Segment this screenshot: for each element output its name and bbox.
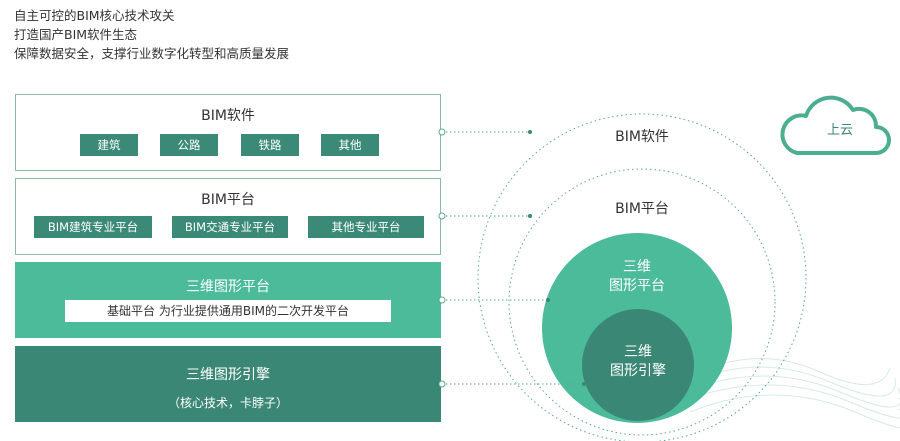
inner-label-engine-line-1: 三维 xyxy=(624,344,652,360)
layer-bim-software: BIM软件 建筑 公路 铁路 其他 xyxy=(15,94,441,171)
layer-title-software: BIM软件 xyxy=(201,108,255,124)
inner-label-graphics-line-1: 三维 xyxy=(623,259,651,275)
cloud-icon xyxy=(780,95,891,155)
circle-3d-graphics-engine xyxy=(582,309,694,421)
chip-highway: 公路 xyxy=(160,134,218,156)
ring-dot-graphics xyxy=(546,298,550,302)
inner-label-engine-line-2: 图形引擎 xyxy=(610,363,666,379)
cloud-label: 上云 xyxy=(826,123,853,138)
layer-title-platform: BIM平台 xyxy=(201,192,255,208)
wave-decoration xyxy=(679,358,900,429)
intro-line-1: 自主可控的BIM核心技术攻关 xyxy=(14,8,175,23)
inner-label-graphics: 三维 图形平台 xyxy=(587,258,687,296)
ring-dot-platform xyxy=(528,214,532,218)
ring-label-platform: BIM平台 xyxy=(615,201,669,217)
connector-dot-graphics xyxy=(438,296,446,304)
layer-bim-platform: BIM平台 BIM建筑专业平台 BIM交通专业平台 其他专业平台 xyxy=(15,178,441,255)
intro-text: 自主可控的BIM核心技术攻关 打造国产BIM软件生态 保障数据安全，支撑行业数字… xyxy=(14,6,289,63)
layer-title-graphics: 三维图形平台 xyxy=(186,279,270,295)
chip-other-platform: 其他专业平台 xyxy=(308,216,424,238)
connector-dot-engine xyxy=(438,380,446,388)
chip-other: 其他 xyxy=(321,134,379,156)
engine-description: （核心技术，卡脖子） xyxy=(167,396,288,410)
chip-railway: 铁路 xyxy=(241,134,299,156)
layer-3d-graphics-engine: 三维图形引擎 （核心技术，卡脖子） xyxy=(15,346,441,422)
ring-outer xyxy=(477,113,807,441)
layer-3d-graphics-platform: 三维图形平台 基础平台 为行业提供通用BIM的二次开发平台 xyxy=(15,262,441,338)
ring-dot-engine xyxy=(582,382,586,386)
ring-label-software: BIM软件 xyxy=(615,129,669,145)
graphics-platform-description: 基础平台 为行业提供通用BIM的二次开发平台 xyxy=(65,300,391,322)
connector-dot-platform xyxy=(438,212,446,220)
layer-title-engine: 三维图形引擎 xyxy=(186,367,270,383)
inner-label-engine: 三维 图形引擎 xyxy=(588,343,688,381)
ring-middle xyxy=(508,168,776,436)
chip-architecture: 建筑 xyxy=(80,134,138,156)
ring-dot-software xyxy=(528,130,532,134)
inner-label-graphics-line-2: 图形平台 xyxy=(609,278,665,294)
intro-line-2: 打造国产BIM软件生态 xyxy=(14,27,138,42)
connector-dot-software xyxy=(438,128,446,136)
chip-architecture-platform: BIM建筑专业平台 xyxy=(34,216,152,238)
intro-line-3: 保障数据安全，支撑行业数字化转型和高质量发展 xyxy=(14,46,290,61)
chip-transport-platform: BIM交通专业平台 xyxy=(172,216,288,238)
